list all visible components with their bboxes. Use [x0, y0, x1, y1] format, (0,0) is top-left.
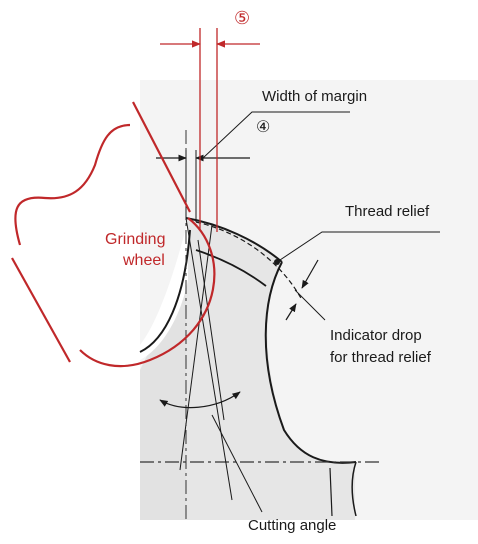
grinding-wheel-back [14, 123, 131, 246]
indicator-arrow-bottom [285, 303, 297, 321]
grinding-wheel-edge-top [132, 101, 191, 213]
thread-relief-leader [276, 231, 440, 263]
heel-line [351, 461, 357, 517]
indicator-arrow-top [301, 259, 319, 289]
width-of-margin-label: Width of margin [262, 88, 367, 105]
marker-4-label: ④ [256, 119, 270, 136]
tooth-bottom-line [329, 467, 333, 517]
marker-5-label: ⑤ [234, 8, 250, 28]
cutting-angle-arc [159, 391, 241, 409]
flute-cutaway [140, 220, 188, 360]
indicator-drop-label-2: for thread relief [330, 349, 432, 366]
grinding-wheel-edge-bottom [11, 257, 71, 363]
indicator-drop-label-1: Indicator drop [330, 327, 422, 344]
cutting-angle-line-2 [179, 224, 213, 471]
cutting-angle-leader [211, 414, 263, 513]
indicator-leader [294, 289, 326, 321]
tooth-back-curve [264, 261, 357, 464]
flute-curve [139, 229, 191, 353]
cutting-angle-line-3 [197, 239, 225, 421]
grinding-wheel-outline [79, 217, 216, 368]
thread-relief-label: Thread relief [345, 203, 430, 220]
cutting-angle-label: Cutting angle [248, 517, 336, 534]
land-inner-line [195, 249, 267, 287]
thread-relief-arc [195, 221, 303, 301]
grinding-wheel-label-1: Grinding [105, 231, 165, 248]
tooth-profile [185, 217, 283, 263]
cutting-angle-line-1 [185, 217, 233, 501]
margin-leader [202, 111, 350, 159]
tooth-land [186, 218, 355, 520]
grinding-wheel-label-2: wheel [122, 252, 165, 269]
